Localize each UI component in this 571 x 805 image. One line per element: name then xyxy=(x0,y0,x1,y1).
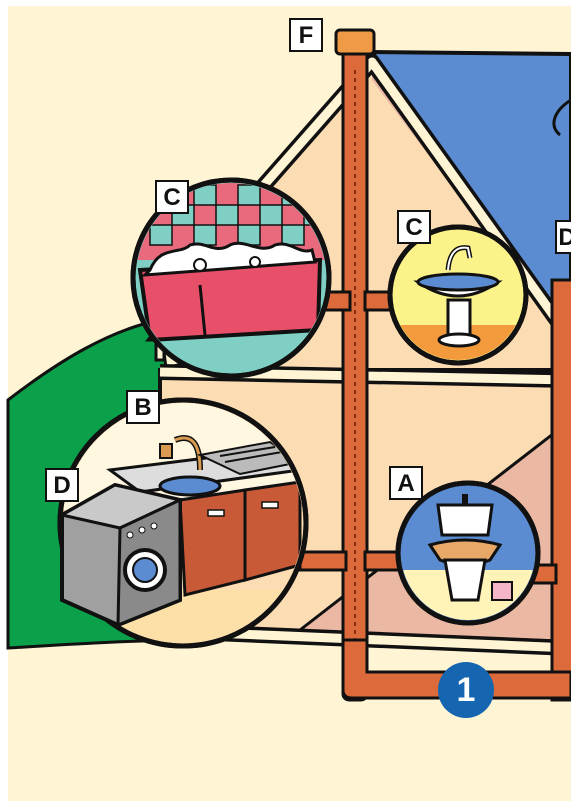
label-c-sink: C xyxy=(397,210,431,244)
right-pipe xyxy=(552,280,571,700)
washing-machine-icon xyxy=(62,485,180,625)
label-d-left: D xyxy=(45,468,79,502)
label-a: A xyxy=(389,466,423,500)
vent-cap xyxy=(336,30,374,54)
label-d-right: D xyxy=(555,220,571,254)
label-b: B xyxy=(126,390,160,424)
label-c-bath: C xyxy=(155,180,189,214)
label-f: F xyxy=(289,18,323,52)
step-number-badge: 1 xyxy=(438,662,494,718)
